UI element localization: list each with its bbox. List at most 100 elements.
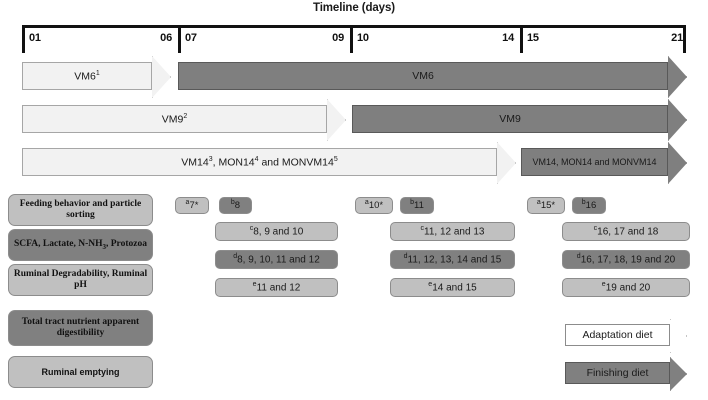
axis-tick-day15 [520,25,523,53]
day-pill-p2-b-sup: b [410,199,415,207]
measurement-label-feeding-behavior: Feeding behavior and particle sorting [8,194,153,226]
page-title: Timeline (days) [312,2,395,14]
day-pill-p1-b: b8 [219,197,252,214]
measurement-label-ruminal-emptying: Ruminal emptying [8,356,153,388]
day-pill-p1-a-text: 7* [189,200,199,212]
axis-label-21: 21 [671,32,683,44]
adaptation-arrow-vm6-label: VM6 [74,70,96,83]
day-pill-p3-b-text: 16 [585,200,597,212]
day-pill-p3-d-text: 16, 17, 18, 19 and 20 [580,254,676,266]
measurement-label-scfa-post: , Protozoa [106,239,147,250]
day-pill-p1-b-text: 8 [234,200,241,212]
day-pill-p1-b-sup: b [230,199,235,207]
axis-tick-day07 [178,25,181,53]
day-pill-p2-d: d11, 12, 13, 14 and 15 [390,250,515,269]
axis-label-01: 01 [29,32,41,44]
day-pill-p2-b-text: 11 [414,200,424,212]
legend-adaptation-diet: Adaptation diet [565,324,670,346]
day-pill-p1-d-sup: d [233,253,238,261]
adaptation-arrow-vm6-sup: 1 [95,69,100,77]
axis-label-15: 15 [527,32,539,44]
finishing-arrow-vm9-label: VM9 [499,113,521,125]
day-pill-p3-c: c16, 17 and 18 [562,222,690,241]
day-pill-p3-a-sup: a [536,199,541,207]
adaptation-arrow-vm9-sup: 2 [183,112,188,120]
day-pill-p1-e-text: 11 and 12 [256,282,301,294]
day-pill-p2-e: e14 and 15 [390,278,515,297]
day-pill-p3-e: e19 and 20 [562,278,690,297]
adaptation-arrow-vm14-sup3: 5 [333,155,338,163]
measurement-label-scfa-pre: SCFA, Lactate, N-NH [14,239,103,250]
day-pill-p2-c: c11, 12 and 13 [390,222,515,241]
day-pill-p2-d-text: 11, 12, 13, 14 and 15 [407,254,502,266]
axis-label-09: 09 [332,32,344,44]
axis-label-10: 10 [357,32,369,44]
legend-finishing-diet: Finishing diet [565,362,670,384]
day-pill-p2-a: a10* [355,197,393,214]
axis-label-06: 06 [160,32,172,44]
day-pill-p3-e-sup: e [601,281,606,289]
finishing-arrow-vm14-head [668,142,687,184]
adaptation-arrow-vm9-head [327,99,346,141]
day-pill-p3-a-text: 15* [540,200,556,212]
adaptation-arrow-vm9-label: VM9 [161,113,184,126]
adaptation-arrow-vm14-label: VM14 [181,156,209,169]
day-pill-p2-e-sup: e [428,281,433,289]
day-pill-p1-e-sup: e [252,281,257,289]
adaptation-arrow-vm6-head [152,56,171,98]
finishing-arrow-vm6-label: VM6 [412,70,434,82]
axis-tick-day10 [350,25,353,53]
axis-line [22,25,686,28]
axis-tick-start [22,25,25,53]
axis-label-07: 07 [185,32,197,44]
adaptation-arrow-vm14-sup2: 4 [254,155,259,163]
day-pill-p1-d-text: 8, 9, 10, 11 and 12 [237,254,320,266]
finishing-arrow-vm6: VM6 [178,62,668,90]
day-pill-p3-b-sup: b [581,199,586,207]
day-pill-p1-c-text: 8, 9 and 10 [253,226,304,238]
day-pill-p3-b: b16 [572,197,606,214]
day-pill-p2-a-sup: a [364,199,369,207]
adaptation-arrow-monvm14-label: and MONVM14 [258,156,334,169]
legend-adaptation-diet-label: Adaptation diet [582,329,653,341]
day-pill-p2-e-text: 14 and 15 [432,282,477,294]
day-pill-p1-d: d8, 9, 10, 11 and 12 [215,250,338,269]
axis-label-14: 14 [502,32,514,44]
day-pill-p1-a: a7* [175,197,209,214]
measurement-label-scfa: SCFA, Lactate, N-NH3, Protozoa [8,229,153,261]
legend-adaptation-diet-head [670,319,687,353]
day-pill-p1-c-sup: c [249,225,254,233]
measurement-label-ruminal-degradability: Ruminal Degradability, Ruminal pH [8,264,153,296]
finishing-arrow-vm9-head [668,99,687,141]
finishing-arrow-vm14-label: VM14, MON14 and MONVM14 [532,157,657,167]
day-pill-p2-c-text: 11, 12 and 13 [424,226,485,238]
day-pill-p1-e: e11 and 12 [215,278,338,297]
day-pill-p3-d-sup: d [576,253,581,261]
finishing-arrow-vm14: VM14, MON14 and MONVM14 [521,148,668,176]
day-pill-p3-e-text: 19 and 20 [605,282,651,294]
day-pill-p2-d-sup: d [403,253,408,261]
day-pill-p2-c-sup: c [420,225,425,233]
adaptation-arrow-vm9: VM92 [22,105,327,133]
axis-tick-end [683,25,686,53]
legend-finishing-diet-head [670,357,687,391]
day-pill-p2-b: b11 [400,197,434,214]
day-pill-p2-a-text: 10* [368,200,384,212]
measurement-label-total-tract-digestibility: Total tract nutrient apparent digestibil… [8,310,153,346]
day-pill-p3-d: d16, 17, 18, 19 and 20 [562,250,690,269]
adaptation-arrow-vm14: VM143, MON144 and MONVM145 [22,148,497,176]
legend-finishing-diet-label: Finishing diet [586,367,649,379]
adaptation-arrow-vm14-sup1: 3 [208,155,213,163]
adaptation-arrow-vm14-head [497,142,516,184]
day-pill-p1-c: c8, 9 and 10 [215,222,338,241]
adaptation-arrow-mon14-label: , MON14 [212,156,255,169]
day-pill-p1-a-sup: a [185,199,190,207]
measurement-label-scfa-sub: 3 [102,242,107,251]
day-pill-p3-a: a15* [527,197,565,214]
day-pill-p3-c-text: 16, 17 and 18 [597,226,659,238]
finishing-arrow-vm9: VM9 [352,105,668,133]
adaptation-arrow-vm6: VM61 [22,62,152,90]
day-pill-p3-c-sup: c [593,225,598,233]
finishing-arrow-vm6-head [668,56,687,98]
